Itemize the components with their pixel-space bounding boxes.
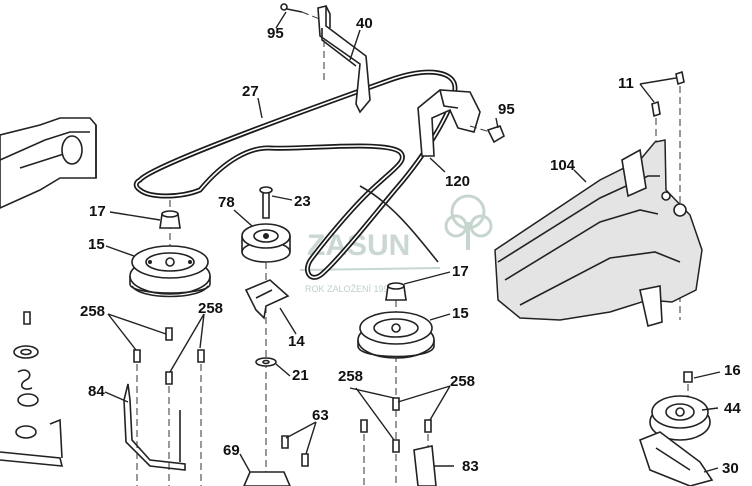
- callout-63: 63: [312, 407, 329, 424]
- bolt-95-top: [280, 3, 323, 21]
- callout-120: 120: [445, 173, 470, 190]
- callout-258-c: 258: [338, 368, 363, 385]
- callout-95-right: 95: [498, 101, 515, 118]
- bolts-258-left: [133, 327, 205, 486]
- bolts-63: [281, 435, 309, 467]
- tree-logo-icon: [444, 194, 493, 250]
- watermark-tagline: ROK ZALOŽENÍ 1991: [305, 284, 394, 294]
- callout-17-left: 17: [89, 203, 106, 220]
- callout-14: 14: [288, 333, 305, 350]
- bracket-14: [244, 279, 290, 320]
- callout-83: 83: [462, 458, 479, 475]
- callout-258-b: 258: [198, 300, 223, 317]
- bolt-95-right: [469, 125, 505, 144]
- callout-104: 104: [550, 157, 576, 174]
- belt-cover-104: [494, 139, 703, 328]
- washer-21: [255, 357, 277, 367]
- bracket-40: [317, 4, 371, 114]
- callout-258-a: 258: [80, 303, 105, 320]
- callout-16: 16: [724, 362, 741, 379]
- deck-fragment-left: [0, 117, 97, 209]
- callout-15-right: 15: [452, 305, 469, 322]
- pulley-15-right: [357, 282, 435, 486]
- rod-84: [123, 383, 186, 471]
- leader-lines: [104, 11, 721, 473]
- idler-pulley-78: [241, 186, 291, 486]
- arm-30: [639, 431, 714, 486]
- callout-labels: 95 40 27 95 11 120 104 17 78 23 15 17 25…: [80, 15, 741, 477]
- callout-30: 30: [722, 460, 739, 477]
- bolt-11: [651, 70, 685, 320]
- callout-23: 23: [294, 193, 311, 210]
- callout-78: 78: [218, 194, 235, 211]
- callout-84: 84: [88, 383, 105, 400]
- callout-44: 44: [724, 400, 741, 417]
- callout-11: 11: [618, 75, 634, 92]
- callout-21: 21: [292, 367, 309, 384]
- callout-69: 69: [223, 442, 240, 459]
- bracket-83: [413, 445, 437, 486]
- callout-40: 40: [356, 15, 373, 32]
- callout-258-d: 258: [450, 373, 475, 390]
- callout-15-left: 15: [88, 236, 105, 253]
- pulley-15-left: [129, 200, 211, 298]
- part-69: [243, 471, 291, 486]
- left-spring-parts: [0, 311, 64, 467]
- callout-17-right: 17: [452, 263, 469, 280]
- idler-pulley-44: [649, 371, 711, 441]
- belt-27: [133, 69, 458, 280]
- callout-27: 27: [242, 83, 259, 100]
- callout-95-top: 95: [267, 25, 284, 42]
- belt-guide-120: [417, 89, 481, 157]
